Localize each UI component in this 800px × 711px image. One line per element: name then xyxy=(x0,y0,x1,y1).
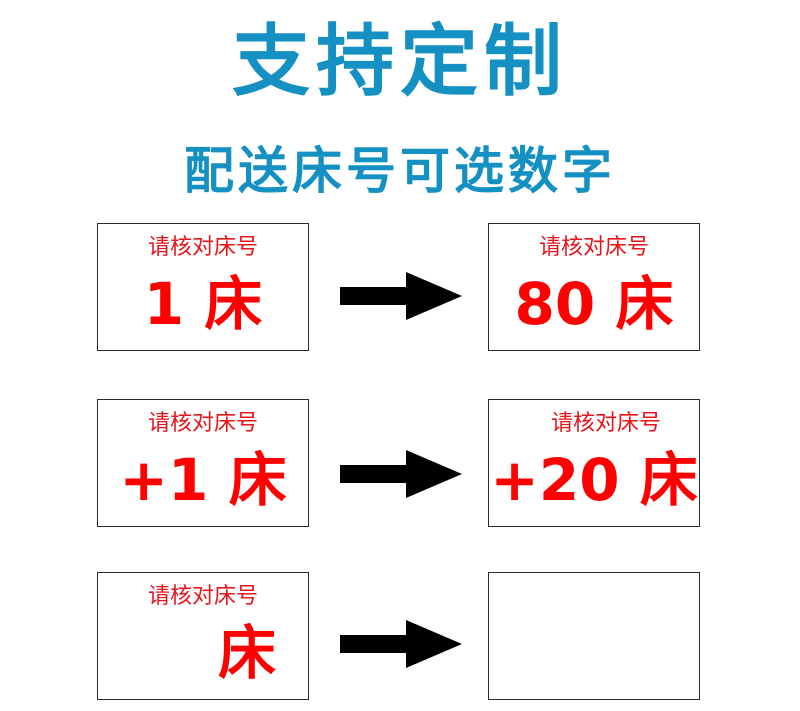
right-arrow-icon xyxy=(340,272,462,320)
card-bed-number: 1 床 xyxy=(143,270,263,338)
bed-label-card-result xyxy=(488,572,700,700)
card-caption: 请核对床号 xyxy=(147,584,258,609)
card-bed-number: 床 xyxy=(217,619,276,687)
card-caption: 请核对床号 xyxy=(538,235,649,260)
right-arrow-icon xyxy=(340,620,462,668)
page-subtitle: 配送床号可选数字 xyxy=(184,142,616,200)
card-caption: 请核对床号 xyxy=(550,411,661,436)
card-bed-number: +1 床 xyxy=(119,446,287,514)
card-caption: 请核对床号 xyxy=(147,235,258,260)
bed-label-card-source: 请核对床号 床 xyxy=(97,572,309,700)
page-title: 支持定制 xyxy=(231,17,568,107)
bed-label-card-source: 请核对床号 1 床 xyxy=(97,223,309,351)
card-bed-number: +20 床 xyxy=(490,446,698,514)
bed-label-card-source: 请核对床号 +1 床 xyxy=(97,399,309,527)
bed-label-card-result: 请核对床号 80 床 xyxy=(488,223,700,351)
card-caption: 请核对床号 xyxy=(147,411,258,436)
card-bed-number: 80 床 xyxy=(514,270,674,338)
right-arrow-icon xyxy=(340,450,462,498)
bed-label-card-result: 请核对床号 +20 床 xyxy=(488,399,700,527)
